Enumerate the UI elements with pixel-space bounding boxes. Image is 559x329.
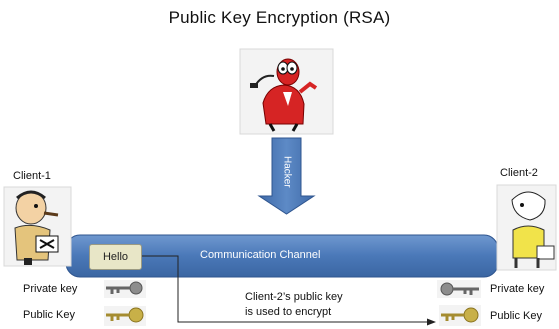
client2-private-key-icon [437,280,481,298]
client2-public-key-label: Public Key [490,310,542,322]
encryption-note-line-2: is used to encrypt [245,306,332,318]
hacker-icon [239,48,334,135]
client1-label: Client-1 [13,170,51,182]
message-box: Hello [89,244,142,270]
channel-label: Communication Channel [200,249,321,261]
encrypt-connector [140,255,427,323]
client2-public-key-icon [439,305,481,326]
hacker-label: Hacker [281,156,293,188]
client2-label: Client-2 [500,167,538,179]
client1-private-key-icon [104,280,146,298]
client1-icon [3,186,72,267]
encryption-note-line-1: Client-2’s public key [245,291,343,303]
client1-private-key-label: Private key [23,283,78,295]
encryption-note: Client-2’s public key is used to encrypt [245,290,343,320]
connector-arrowhead [427,318,436,326]
client2-icon [496,184,557,271]
client1-public-key-icon [104,306,146,326]
hacker-arrow [257,137,316,215]
client1-public-key-label: Public Key [23,309,75,321]
client2-private-key-label: Private key [490,283,545,295]
diagram-title: Public Key Encryption (RSA) [168,8,391,27]
